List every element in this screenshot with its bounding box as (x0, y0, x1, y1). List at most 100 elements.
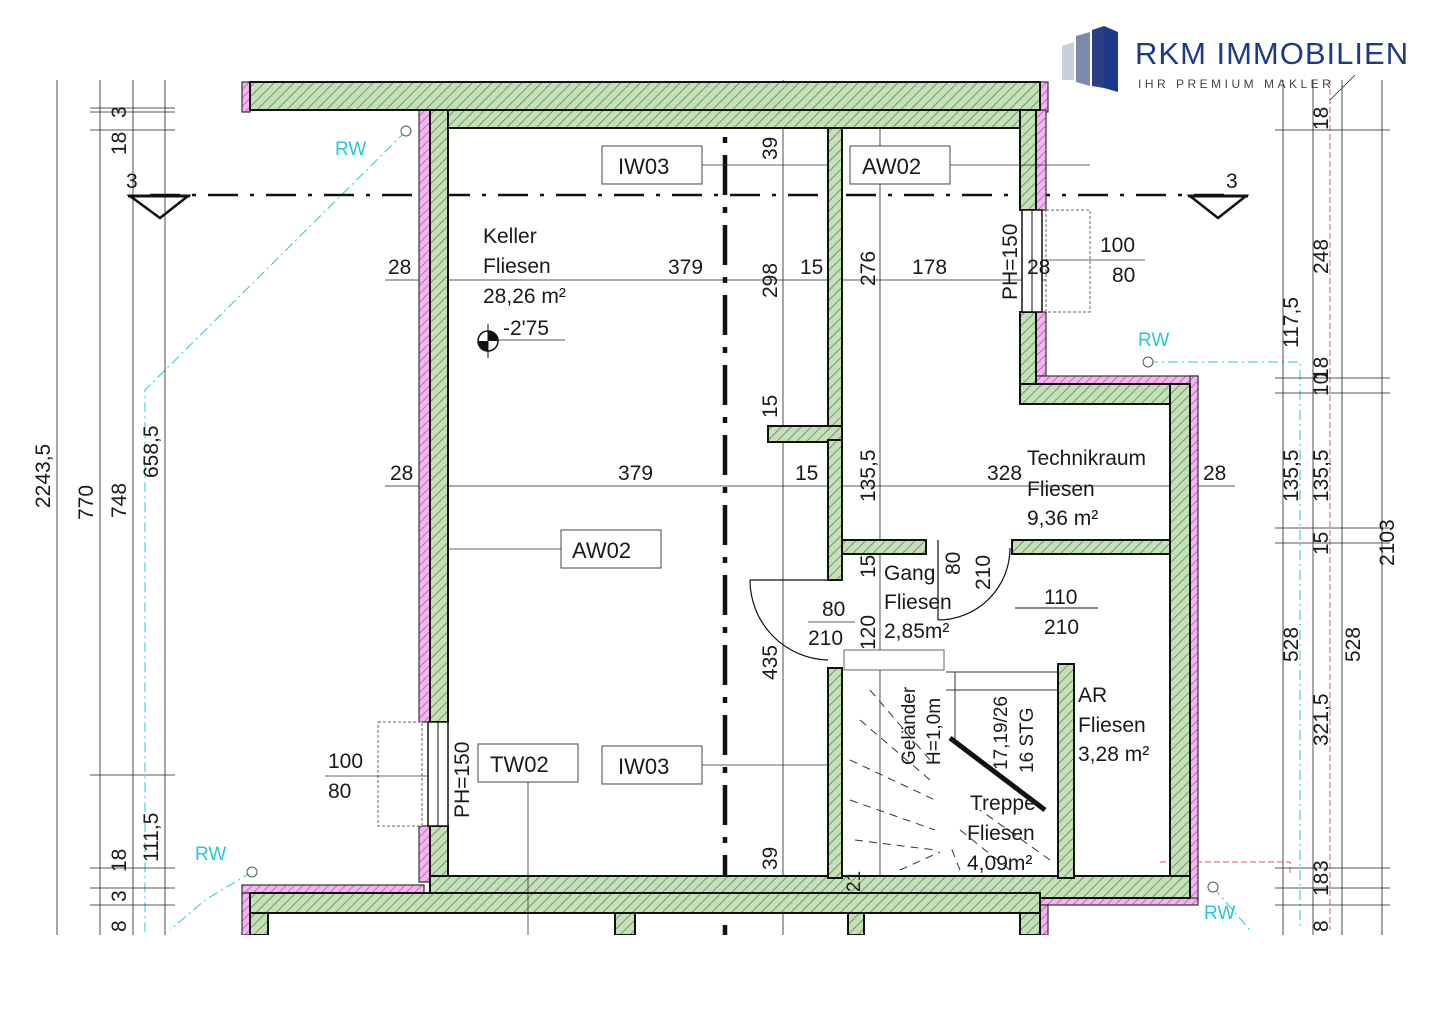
internal-vertical-dims: 39 298 276 15 135,5 15 120 435 39 21 (759, 137, 880, 892)
svg-text:39: 39 (759, 847, 782, 870)
svg-text:135,5: 135,5 (1310, 449, 1333, 502)
window-left (377, 721, 449, 827)
rail-height: H=1,0m (924, 698, 945, 765)
door-technik (937, 540, 1011, 621)
svg-text:18: 18 (108, 849, 131, 872)
svg-text:10: 10 (1310, 373, 1333, 396)
svg-text:AW02: AW02 (862, 154, 921, 179)
svg-text:528: 528 (1280, 627, 1303, 662)
door-keller-labels: 80 210 (808, 598, 855, 650)
svg-text:178: 178 (912, 256, 947, 279)
svg-text:TW02: TW02 (490, 752, 549, 777)
room-name: Gang (884, 562, 935, 585)
room-name: Keller (483, 225, 537, 248)
walls (249, 81, 1191, 936)
tag-aw02-top: AW02 (849, 145, 1090, 185)
door-keller (749, 579, 829, 661)
logo-building-icon (1062, 26, 1118, 92)
room-keller: Keller Fliesen 28,26 m² -2'75 (477, 225, 566, 358)
room-name: Treppe (970, 792, 1036, 815)
svg-text:80: 80 (942, 552, 965, 575)
svg-text:210: 210 (972, 555, 995, 590)
room-area: 9,36 m² (1027, 507, 1098, 530)
svg-text:3: 3 (1310, 860, 1333, 872)
dims-row-2-text: 28 379 15 328 28 (390, 462, 1226, 485)
room-floor: Fliesen (884, 591, 952, 614)
room-ar: AR Fliesen 3,28 m² (1078, 684, 1149, 766)
svg-text:298: 298 (759, 263, 782, 298)
svg-text:8: 8 (1310, 920, 1333, 932)
svg-text:RW: RW (335, 139, 366, 160)
rail-label: Geländer (899, 686, 920, 765)
svg-text:528: 528 (1342, 627, 1365, 662)
svg-text:RW: RW (195, 844, 226, 865)
svg-text:435: 435 (759, 645, 782, 680)
svg-text:770: 770 (75, 485, 98, 520)
right-dims-text: 18 248 117,5 18 10 135,5 135,5 15 2103 5… (1280, 107, 1399, 932)
svg-text:3: 3 (108, 106, 131, 118)
stair (843, 649, 1058, 871)
room-technikraum: Technikraum Fliesen 9,36 m² (1027, 447, 1146, 530)
level-mark: -2'75 (503, 317, 549, 340)
svg-text:658,5: 658,5 (140, 425, 163, 478)
section-number-left: 3 (126, 170, 138, 193)
svg-text:100: 100 (1100, 234, 1135, 257)
room-name: Technikraum (1027, 447, 1146, 470)
svg-text:80: 80 (1112, 264, 1135, 287)
logo-title: RKM IMMOBILIEN (1135, 36, 1409, 71)
room-floor: Fliesen (483, 255, 551, 278)
svg-text:18: 18 (108, 132, 131, 155)
svg-text:IW03: IW03 (618, 154, 669, 179)
rw-markers: RW RW RW RW (195, 125, 1235, 924)
svg-text:PH=150: PH=150 (999, 224, 1022, 300)
svg-text:135,5: 135,5 (857, 449, 880, 502)
tag-aw02-left: AW02 (448, 529, 662, 569)
svg-text:28: 28 (388, 256, 411, 279)
svg-text:18: 18 (1310, 357, 1333, 380)
logo: RKM IMMOBILIEN IHR PREMIUM MAKLER (1062, 26, 1409, 92)
window-left-labels: 100 80 PH=150 (325, 742, 474, 818)
logo-subtitle: IHR PREMIUM MAKLER (1138, 77, 1334, 91)
left-dimension-lines (56, 80, 175, 935)
tag-iw03-top: IW03 (601, 145, 828, 185)
svg-text:IW03: IW03 (618, 754, 669, 779)
svg-text:15: 15 (857, 555, 880, 578)
svg-text:379: 379 (618, 462, 653, 485)
room-name: AR (1078, 684, 1107, 707)
svg-text:748: 748 (108, 483, 131, 518)
svg-text:15: 15 (759, 395, 782, 418)
room-treppe: Treppe Fliesen 4,09m² (967, 792, 1036, 875)
svg-text:RW: RW (1138, 330, 1169, 351)
svg-text:328: 328 (987, 462, 1022, 485)
svg-text:120: 120 (857, 615, 880, 650)
section-number-right: 3 (1226, 170, 1238, 193)
svg-text:28: 28 (1027, 256, 1050, 279)
svg-text:210: 210 (1044, 616, 1079, 639)
svg-text:8: 8 (108, 920, 131, 932)
room-area: 28,26 m² (483, 285, 566, 308)
door-technik-labels: 80 210 (942, 552, 995, 590)
room-area: 4,09m² (967, 852, 1032, 875)
svg-text:28: 28 (1203, 462, 1226, 485)
svg-text:18: 18 (1310, 107, 1333, 130)
tag-iw03-bottom: IW03 (601, 745, 828, 785)
room-floor: Fliesen (1027, 478, 1095, 501)
stair-labels: Geländer H=1,0m 17,19/26 16 STG (899, 686, 1038, 773)
right-dimension-lines (1275, 74, 1390, 935)
svg-text:248: 248 (1310, 239, 1333, 274)
steps-count: 16 STG (1017, 708, 1038, 773)
svg-text:80: 80 (328, 780, 351, 803)
svg-text:15: 15 (800, 256, 823, 279)
room-area: 2,85m² (884, 620, 949, 643)
door-ar-labels: 110 210 (1044, 586, 1079, 639)
room-area: 3,28 m² (1078, 743, 1149, 766)
room-gang: Gang Fliesen 2,85m² (884, 562, 952, 643)
svg-text:3: 3 (108, 890, 131, 902)
svg-text:379: 379 (668, 256, 703, 279)
left-dims-text: 2243,5 770 748 658,5 111,5 18 3 18 3 8 (32, 106, 163, 932)
section-mark-left (126, 194, 192, 220)
svg-text:110: 110 (1044, 586, 1077, 609)
tag-tw02: TW02 (477, 743, 579, 935)
svg-text:15: 15 (1310, 532, 1333, 555)
